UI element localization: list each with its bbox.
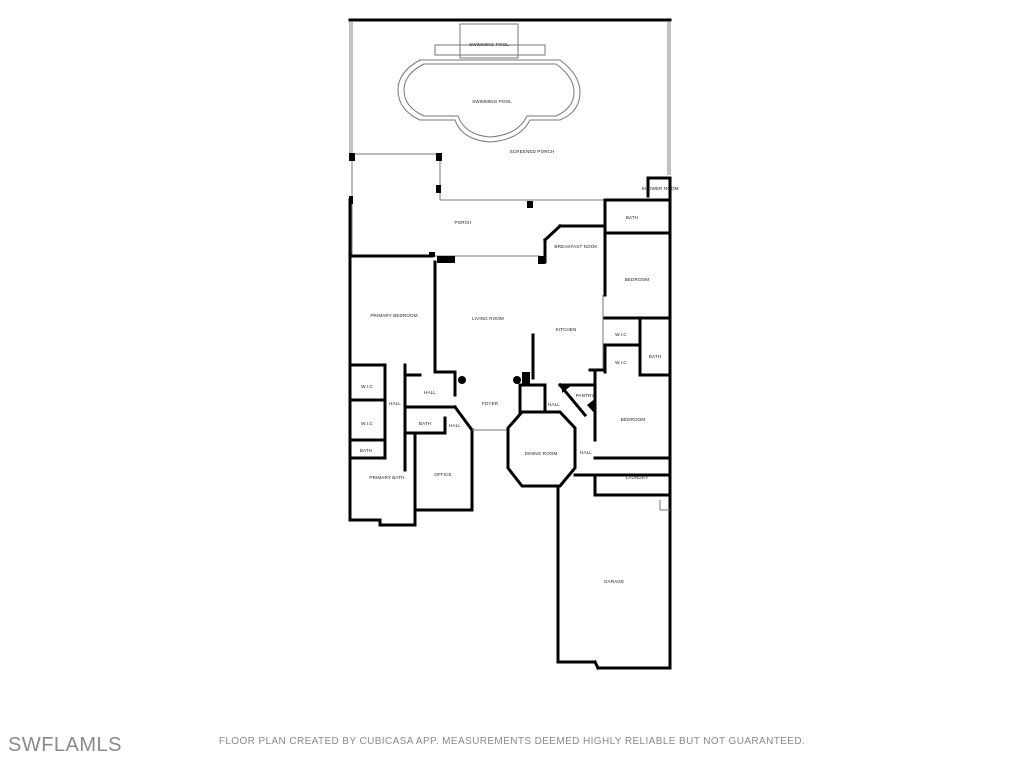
label-pool-main: SWIMMING POOL — [472, 99, 512, 104]
room-labels: SWIMMING POOL SWIMMING POOL SCREENED POR… — [360, 42, 679, 584]
label-bath-w: BATH — [360, 448, 372, 453]
label-wic-w1: W.I.C — [361, 384, 373, 389]
label-bedroom-e: BEDROOM — [621, 417, 646, 422]
label-wic-e2: W.I.C — [615, 360, 627, 365]
disclaimer: FLOOR PLAN CREATED BY CUBICASA APP. MEAS… — [218, 736, 806, 747]
label-living-room: LIVING ROOM — [472, 316, 504, 321]
screened-porch-outline — [348, 18, 672, 201]
dining-room-walls — [506, 410, 577, 488]
interior-walls-west — [348, 260, 508, 512]
label-pantry: PANTRY — [576, 393, 595, 398]
label-hall-e: HALL — [580, 450, 592, 455]
label-office: OFFICE — [434, 472, 451, 477]
label-primary-bath: PRIMARY BATH — [369, 475, 404, 480]
label-bath-e: BATH — [649, 354, 661, 359]
label-dining-room: DINING ROOM — [525, 451, 558, 456]
columns — [349, 153, 596, 415]
label-screened-porch: SCREENED PORCH — [510, 149, 555, 154]
label-shower-room: SHOWER ROOM — [641, 186, 678, 191]
label-hall-w: HALL — [389, 401, 401, 406]
label-wic-e1: W.I.C — [615, 332, 627, 337]
label-laundry: LAUNDRY — [626, 475, 649, 480]
label-bedroom-ne: BEDROOM — [625, 277, 650, 282]
label-porch: PORCH — [454, 220, 471, 225]
label-hall-entry: HALL — [424, 390, 436, 395]
swimming-pool — [397, 23, 581, 143]
label-bath-ne: BATH — [626, 215, 638, 220]
label-foyer: FOYER — [482, 401, 499, 406]
label-primary-bedroom: PRIMARY BEDROOM — [370, 313, 417, 318]
label-hall-c: HALL — [548, 402, 560, 407]
label-garage: GARAGE — [604, 579, 624, 584]
label-breakfast-nook: BREAKFAST NOOK — [554, 244, 598, 249]
interior-walls-east — [573, 231, 672, 497]
label-hall-c2: HALL — [449, 423, 461, 428]
label-wic-w2: W.I.C — [361, 421, 373, 426]
garage-walls — [556, 486, 672, 671]
label-pool-top: SWIMMING POOL — [469, 42, 509, 47]
label-bath-c: BATH — [419, 421, 431, 426]
watermark: SWFLAMLS — [8, 734, 123, 756]
label-kitchen: KITCHEN — [556, 327, 577, 332]
